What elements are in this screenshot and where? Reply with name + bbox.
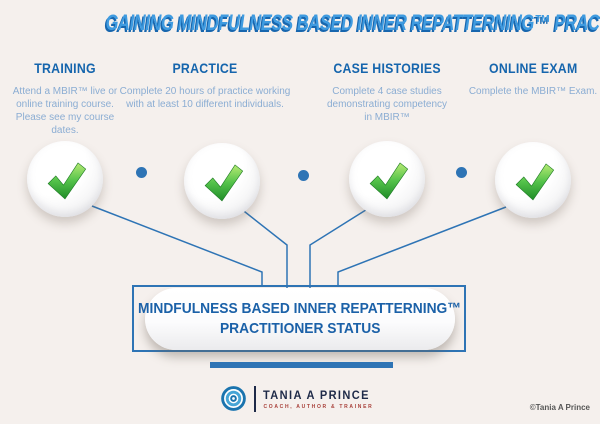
page-title-wrap: GAINING MINDFULNESS BASED INNER REPATTER… xyxy=(0,10,600,36)
separator-dot xyxy=(136,167,147,178)
step-column-case-histories: CASE HISTORIES Complete 4 case studies d… xyxy=(300,60,474,124)
brand-divider xyxy=(254,385,257,412)
green-checkmark-icon xyxy=(204,164,244,202)
step-description: Complete 20 hours of practice working wi… xyxy=(119,86,291,110)
step-description: Attend a MBIR™ live or online training c… xyxy=(12,86,118,136)
brand-name: TANIA A PRINCE xyxy=(263,387,371,402)
result-title-line1: MINDFULNESS BASED INNER REPATTERNING™ xyxy=(138,300,462,318)
step-column-practice: PRACTICE Complete 20 hours of practice w… xyxy=(112,60,298,111)
page-title: GAINING MINDFULNESS BASED INNER REPATTER… xyxy=(105,10,600,35)
step-description: Complete 4 case studies demonstrating co… xyxy=(326,86,448,123)
check-circle-training xyxy=(27,141,103,217)
green-checkmark-icon xyxy=(515,163,555,201)
result-title-line2: PRACTITIONER STATUS xyxy=(219,320,381,337)
green-checkmark-icon xyxy=(47,162,87,200)
separator-dot xyxy=(298,170,309,181)
check-circle-case-histories xyxy=(349,141,425,217)
brand-footer: TANIA A PRINCE COACH, AUTHOR & TRAINER xyxy=(0,385,600,412)
step-column-online-exam: ONLINE EXAM Complete the MBIR™ Exam. xyxy=(450,60,600,98)
step-heading: TRAINING xyxy=(34,60,96,76)
separator-dot xyxy=(456,167,467,178)
check-circle-practice xyxy=(184,143,260,219)
result-outline-box xyxy=(132,285,466,352)
step-heading: ONLINE EXAM xyxy=(488,60,578,76)
check-circle-online-exam xyxy=(495,142,571,218)
step-column-training: TRAINING Attend a MBIR™ live or online t… xyxy=(2,60,128,137)
copyright-notice: ©Tania A Prince xyxy=(529,403,590,412)
green-checkmark-icon xyxy=(369,162,409,200)
step-heading: PRACTICE xyxy=(172,60,238,76)
brand-text: TANIA A PRINCE COACH, AUTHOR & TRAINER xyxy=(263,388,379,410)
step-heading: CASE HISTORIES xyxy=(333,60,441,76)
result-pill: MINDFULNESS BASED INNER REPATTERNING™ PR… xyxy=(138,288,462,350)
step-description: Complete the MBIR™ Exam. xyxy=(468,86,598,97)
brand-tagline: COACH, AUTHOR & TRAINER xyxy=(263,403,374,410)
concentric-circles-icon xyxy=(221,386,247,411)
divider-bar xyxy=(210,362,393,368)
